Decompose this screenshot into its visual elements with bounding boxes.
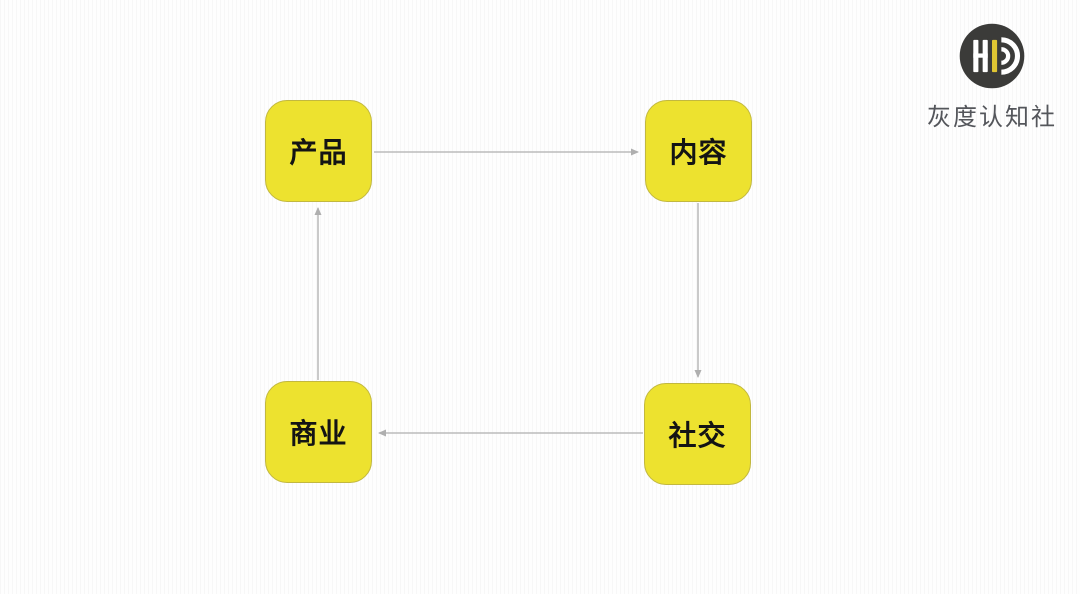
brand-name: 灰度认知社 bbox=[927, 104, 1057, 131]
node-business: 商业 bbox=[265, 381, 372, 483]
node-business-label: 商业 bbox=[289, 418, 348, 449]
node-product: 产品 bbox=[265, 100, 372, 202]
hd-logo-icon bbox=[959, 23, 1025, 89]
brand-block: 灰度认知社 bbox=[918, 22, 1066, 132]
node-social: 社交 bbox=[644, 383, 751, 485]
node-product-label: 产品 bbox=[289, 137, 348, 168]
node-content: 内容 bbox=[645, 100, 752, 202]
node-content-label: 内容 bbox=[669, 137, 728, 168]
node-social-label: 社交 bbox=[668, 420, 727, 451]
